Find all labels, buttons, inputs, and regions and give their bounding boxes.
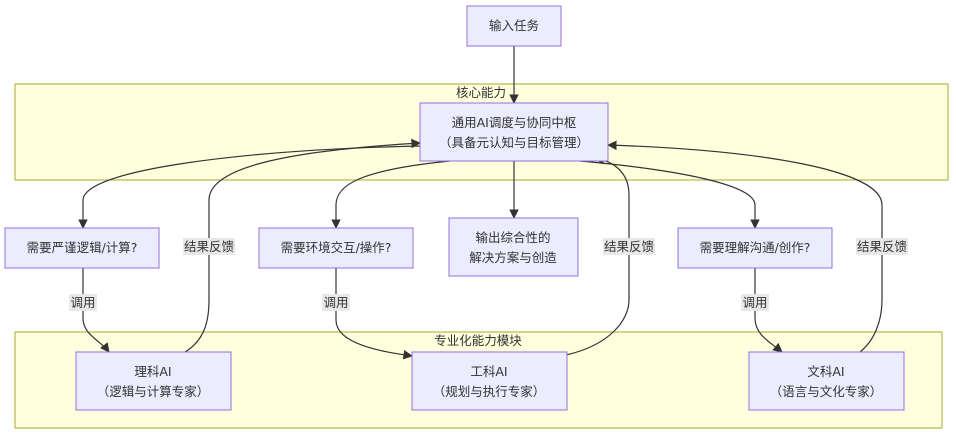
edge-labels: 调用 调用 调用 结果反馈 结果反馈 结果反馈: [69, 238, 908, 311]
edge-q-comm-to-arts: [754, 268, 783, 353]
svg-text:需要理解沟通/创作?: 需要理解沟通/创作?: [700, 240, 811, 255]
node-eng: 工科AI （规划与执行专家）: [411, 351, 568, 411]
edge-eng-feedback-to-hub: [565, 154, 630, 356]
svg-text:（规划与执行专家）: （规划与执行专家）: [433, 384, 546, 399]
svg-text:结果反馈: 结果反馈: [857, 239, 907, 254]
edge-hub-to-q-env: [331, 160, 451, 229]
svg-text:工科AI: 工科AI: [470, 364, 507, 379]
node-sci: 理科AI （逻辑与计算专家）: [75, 351, 232, 411]
node-q-logic: 需要严谨逻辑/计算?: [4, 227, 160, 269]
svg-text:结果反馈: 结果反馈: [604, 239, 654, 254]
svg-text:（具备元认知与目标管理）: （具备元认知与目标管理）: [439, 135, 589, 150]
edge-q-logic-to-sci: [82, 268, 110, 353]
edge-q-env-to-eng: [335, 268, 413, 360]
svg-text:（逻辑与计算专家）: （逻辑与计算专家）: [97, 384, 210, 399]
edge-label-call-env: 调用: [322, 294, 350, 311]
edge-sci-feedback-to-hub: [184, 138, 421, 353]
svg-text:通用AI调度与协同中枢: 通用AI调度与协同中枢: [452, 115, 577, 130]
svg-text:需要环境交互/操作?: 需要环境交互/操作?: [281, 240, 392, 255]
edge-label-call-logic: 调用: [69, 294, 97, 311]
node-output: 输出综合性的 解决方案与创造: [448, 217, 579, 277]
edge-label-feedback-arts: 结果反馈: [856, 238, 908, 255]
svg-text:理科AI: 理科AI: [134, 364, 171, 379]
node-q-comm: 需要理解沟通/创作?: [677, 227, 833, 269]
svg-text:文科AI: 文科AI: [807, 364, 844, 379]
svg-text:调用: 调用: [323, 295, 348, 310]
svg-text:输出综合性的: 输出综合性的: [475, 230, 550, 245]
node-q-env: 需要环境交互/操作?: [258, 227, 414, 269]
node-hub: 通用AI调度与协同中枢 （具备元认知与目标管理）: [419, 102, 609, 162]
edges: [78, 46, 883, 360]
node-arts: 文科AI （语言与文化专家）: [748, 351, 905, 411]
svg-text:需要严谨逻辑/计算?: 需要严谨逻辑/计算?: [27, 240, 138, 255]
svg-text:调用: 调用: [70, 295, 95, 310]
edge-label-call-comm: 调用: [741, 294, 769, 311]
svg-text:（语言与文化专家）: （语言与文化专家）: [770, 384, 883, 399]
edge-label-feedback-eng: 结果反馈: [603, 238, 655, 255]
edge-hub-to-q-comm: [579, 160, 760, 229]
svg-text:结果反馈: 结果反馈: [184, 239, 234, 254]
edge-label-feedback-sci: 结果反馈: [183, 238, 235, 255]
node-input: 输入任务: [466, 5, 562, 47]
svg-text:输入任务: 输入任务: [489, 18, 539, 33]
cluster-modules-label: 专业化能力模块: [434, 333, 522, 348]
edge-arts-feedback-to-hub: [607, 140, 883, 353]
svg-text:调用: 调用: [742, 295, 767, 310]
svg-text:解决方案与创造: 解决方案与创造: [469, 250, 557, 265]
cluster-core-label: 核心能力: [456, 85, 506, 100]
